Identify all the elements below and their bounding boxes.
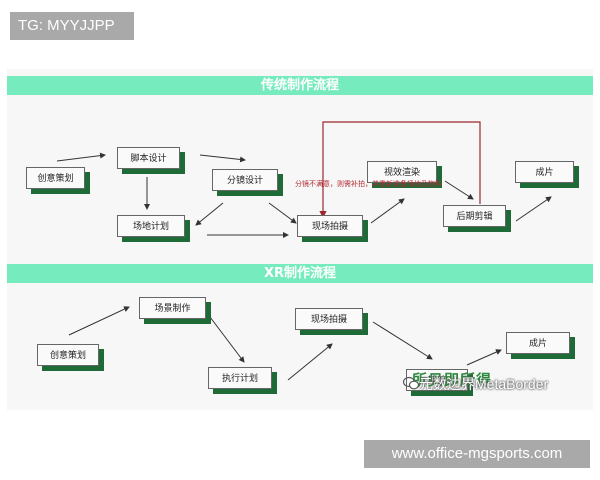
arrow-storyboard-to-location [195, 202, 224, 226]
box-location-plan: 场地计划 [117, 215, 185, 237]
xr-box-post-edit: 期剪 [406, 369, 468, 391]
box-vfx-render: 视效渲染 [367, 161, 437, 183]
box-onsite-shoot: 现场拍摄 [297, 215, 363, 237]
arrow-script-to-storyboard [199, 154, 246, 163]
arrow-storyboard-to-shoot [268, 202, 297, 224]
box-post-edit: 后期剪辑 [443, 205, 506, 227]
xr-box-onsite-shoot: 现场拍摄 [295, 308, 363, 330]
feedback-loop-line [319, 121, 481, 219]
arrow-creative-to-script [56, 152, 106, 162]
xr-box-final-cut: 成片 [506, 332, 570, 354]
traditional-section-title: 传统制作流程 [7, 76, 593, 95]
box-storyboard-design: 分镜设计 [212, 169, 278, 191]
connector-lines [56, 121, 552, 381]
xr-arrow-exec-to-shoot [287, 343, 333, 381]
feedback-note: 分镜不满意，则需补拍，并重新准备场地及物料 [295, 180, 442, 188]
xr-arrow-shoot-to-edit [372, 321, 433, 360]
arrow-shoot-to-vfx [370, 198, 405, 224]
flowchart-image: 传统制作流程 XR制作流程 创意策划 脚本设计 分镜设计 场地计划 [7, 69, 593, 410]
top-tag-label: TG: MYYJJPP [10, 12, 134, 40]
wechat-icon [403, 376, 419, 390]
box-final-cut: 成片 [515, 161, 574, 183]
arrow-edit-to-final [515, 196, 552, 222]
xr-box-exec-plan: 执行计划 [208, 367, 272, 389]
xr-section-title: XR制作流程 [7, 264, 593, 283]
xr-box-creative-planning: 创意策划 [37, 344, 99, 366]
watermark-text: 元数边界MetaBorder [419, 376, 549, 392]
xr-arrow-edit-to-final [466, 349, 502, 366]
box-script-design: 脚本设计 [117, 147, 180, 169]
box-creative-planning: 创意策划 [26, 167, 85, 189]
xr-arrow-scene-to-exec [206, 312, 245, 363]
arrow-vfx-to-edit [444, 180, 474, 200]
xr-box-scene-make: 场景制作 [139, 297, 206, 319]
xr-arrow-creative-to-scene [68, 306, 130, 336]
xr-tagline: 所见即所得 [412, 371, 493, 389]
footer-site-label: www.office-mgsports.com [364, 440, 590, 468]
